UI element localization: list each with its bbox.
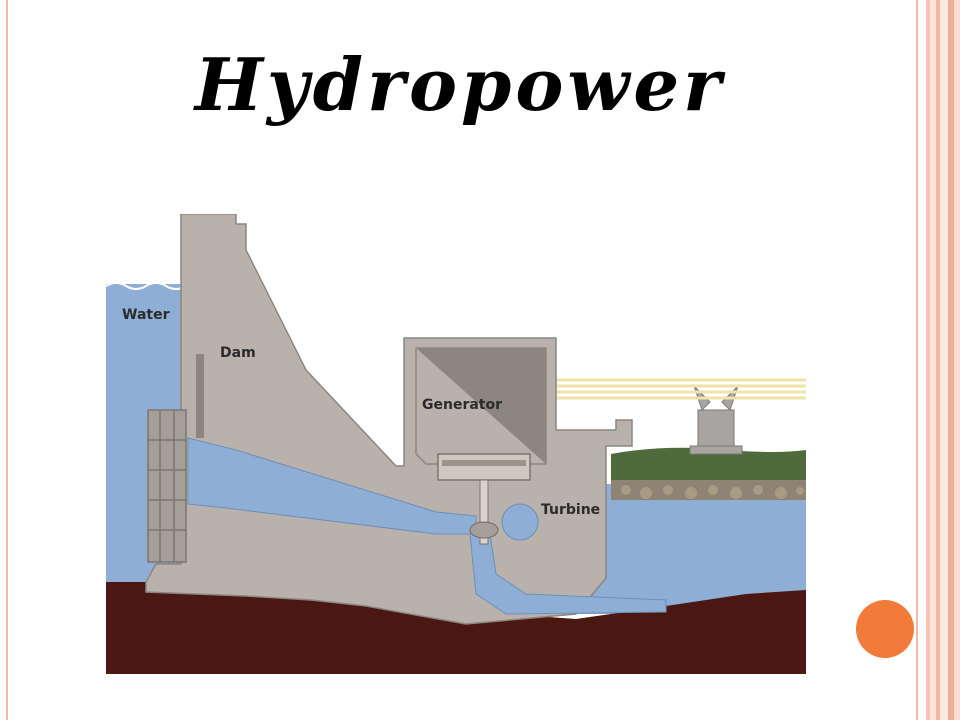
water-label: Water [122, 307, 170, 323]
draft-tube [469, 533, 667, 615]
slide-title: Hydropower [194, 42, 726, 127]
generator-label: Generator [422, 397, 503, 413]
hydropower-diagram [106, 214, 806, 674]
intake-gate [147, 409, 187, 563]
reservoir-surface [106, 282, 187, 290]
generator-room-shadow [416, 348, 546, 464]
turbine-label: Turbine [541, 502, 601, 518]
transformer [689, 385, 743, 455]
slide-border [6, 0, 918, 720]
dam-gate-slot [196, 354, 204, 438]
decorative-side-stripes [920, 0, 960, 720]
turbine-shaft [479, 479, 489, 545]
generator-rotor [437, 453, 531, 481]
turbine-case [501, 503, 539, 541]
far-bank-grass [611, 447, 806, 486]
far-bank-stones [621, 485, 804, 499]
downstream-water [576, 484, 806, 614]
generator-rotor-band [442, 460, 526, 466]
dam-structure [145, 214, 633, 625]
turbine-runner [469, 521, 499, 539]
ground [106, 582, 806, 674]
accent-circle [856, 600, 914, 658]
dam-label: Dam [220, 345, 256, 361]
